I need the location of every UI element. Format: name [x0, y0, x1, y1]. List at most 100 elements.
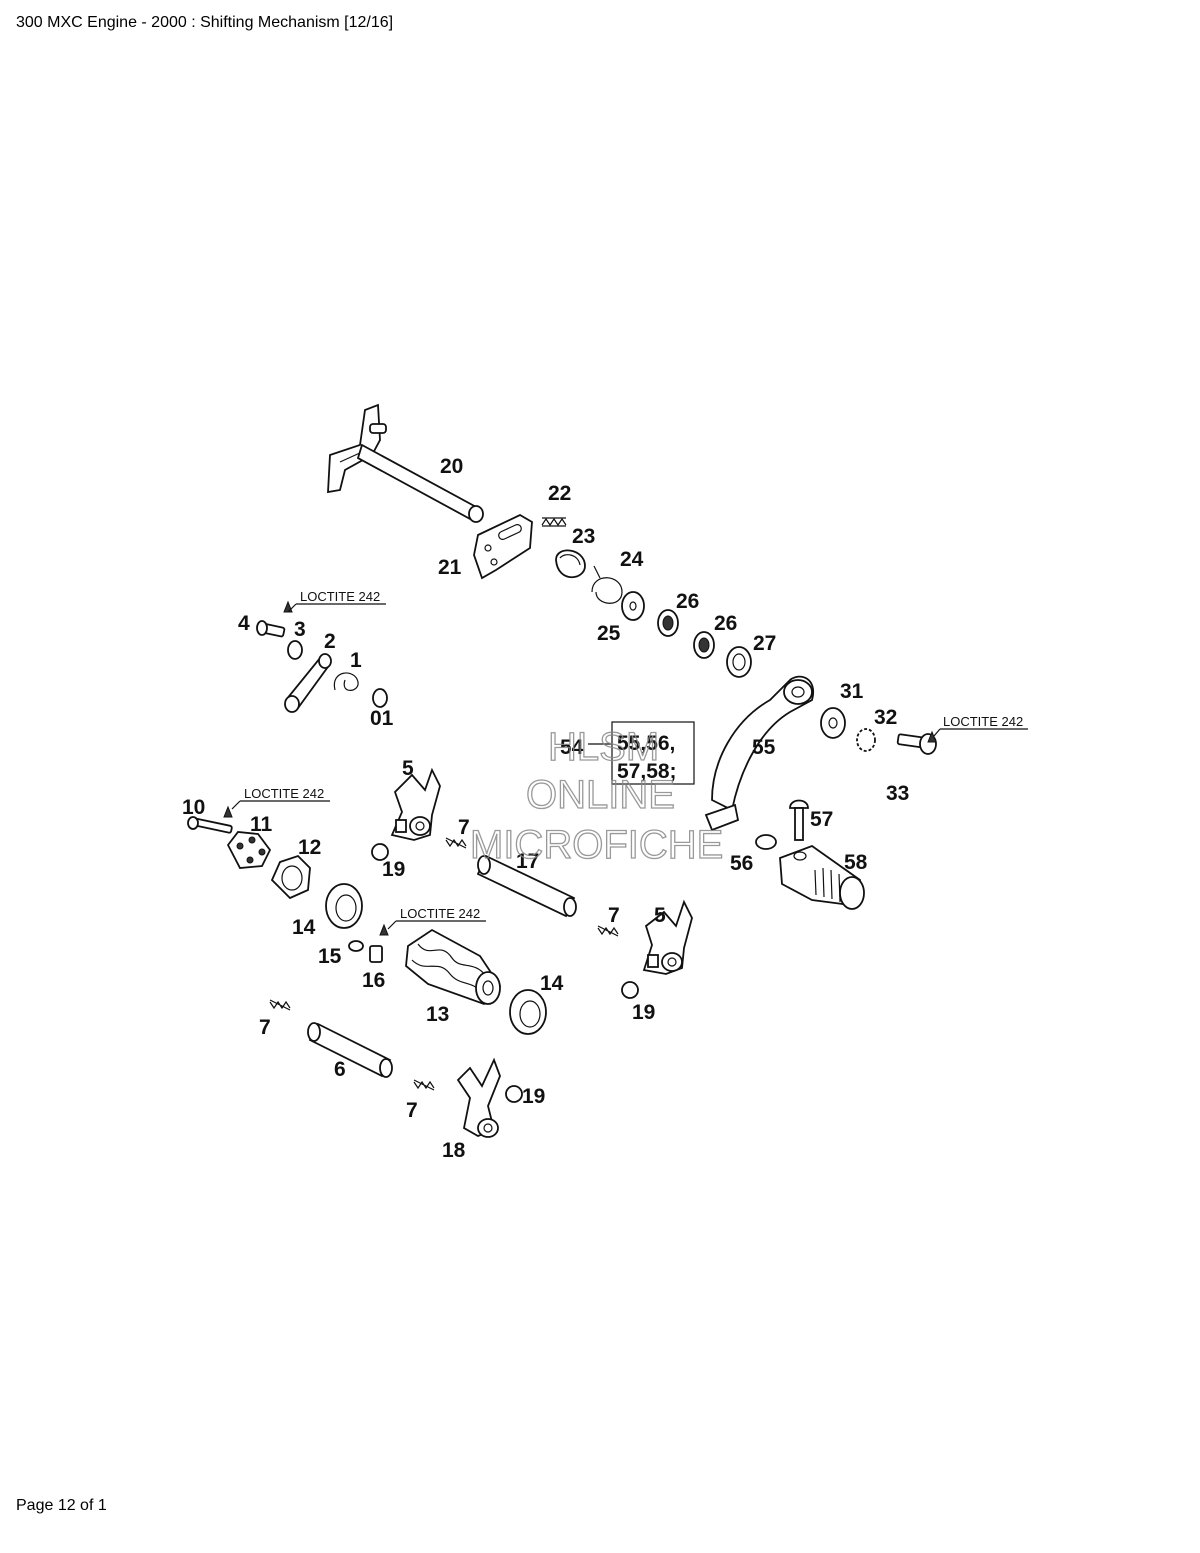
washer-56-part	[755, 834, 777, 850]
loctite-note-2-text: LOCTITE 242	[943, 714, 1023, 729]
label-1: 1	[350, 649, 362, 672]
loctite-note-3: LOCTITE 242	[231, 786, 330, 810]
shift-rail-17-part	[476, 854, 577, 918]
spring-7d-part	[413, 1079, 435, 1091]
label-7a: 7	[458, 816, 470, 839]
shift-rail-6-part	[307, 1022, 393, 1078]
roller-19a-part	[371, 843, 389, 861]
label-2: 2	[324, 630, 336, 653]
label-5b: 5	[654, 904, 666, 927]
label-15: 15	[318, 945, 342, 968]
label-16: 16	[362, 969, 385, 992]
label-32: 32	[874, 706, 897, 729]
loctite-drop-icon	[379, 923, 389, 936]
roller-19c-part	[505, 1085, 523, 1103]
loctite-note-4: LOCTITE 242	[387, 906, 486, 930]
loctite-note-3-text: LOCTITE 242	[244, 786, 324, 801]
loctite-drop-icon	[927, 730, 937, 743]
shift-star-11-part	[226, 831, 272, 869]
label-27: 27	[753, 632, 776, 655]
label-25: 25	[597, 622, 621, 645]
needle-bearing-26b-part	[693, 631, 715, 659]
shift-fork-5a-part	[390, 767, 441, 841]
label-01: 01	[370, 707, 394, 730]
washer-3-part	[287, 640, 303, 660]
footrest-58-part	[779, 844, 865, 910]
label-31: 31	[840, 680, 864, 703]
spring-7b-part	[597, 925, 619, 937]
loctite-note-1-text: LOCTITE 242	[300, 589, 380, 604]
shift-lever-2-part	[284, 653, 332, 713]
bolt-10-part	[187, 816, 233, 834]
label-6: 6	[334, 1058, 346, 1081]
label-19a: 19	[382, 858, 405, 881]
loctite-drop-icon	[283, 600, 293, 613]
label-20: 20	[440, 455, 463, 478]
loctite-note-1: LOCTITE 242	[287, 589, 386, 613]
shift-plate-part	[473, 513, 533, 580]
label-14b: 14	[540, 972, 564, 995]
watermark-line-3: MICROFICHE	[470, 823, 723, 867]
watermark-line-1: HLSM	[548, 725, 659, 769]
loctite-note-4-text: LOCTITE 242	[400, 906, 480, 921]
label-58: 58	[844, 851, 868, 874]
label-54: 54	[560, 736, 584, 759]
bearing-14a-part	[325, 883, 363, 929]
label-14a: 14	[292, 916, 316, 939]
label-13: 13	[426, 1003, 449, 1026]
bushing-01-part	[372, 688, 388, 708]
label-33: 33	[886, 782, 909, 805]
spring-7c-part	[269, 999, 291, 1011]
page-title: 300 MXC Engine - 2000 : Shifting Mechani…	[16, 14, 394, 31]
label-26b: 26	[714, 612, 737, 635]
seal-27-part	[726, 646, 752, 678]
callout-line-2: 57,58;	[617, 760, 677, 783]
label-5a: 5	[402, 757, 414, 780]
label-7b: 7	[608, 904, 620, 927]
callout-line-1: 55,56,	[617, 732, 675, 755]
label-10: 10	[182, 796, 205, 819]
label-4: 4	[238, 612, 250, 635]
spring-1-part	[333, 672, 359, 691]
spring-22-part	[541, 517, 567, 527]
label-7c: 7	[259, 1016, 271, 1039]
label-12: 12	[298, 836, 321, 859]
page-footer: Page 12 of 1	[16, 1497, 107, 1514]
label-57: 57	[810, 808, 833, 831]
lock-washer-32-part	[856, 728, 876, 752]
torsion-spring-24-part	[591, 565, 623, 604]
label-24: 24	[620, 548, 644, 571]
watermark: HLSM ONLINE MICROFICHE	[469, 724, 724, 867]
label-7d: 7	[406, 1099, 418, 1122]
shift-gear-12-part	[270, 854, 311, 900]
roller-19b-part	[621, 981, 639, 999]
watermark-line-2: ONLINE	[526, 773, 675, 817]
label-23: 23	[572, 525, 595, 548]
spring-7a-part	[445, 837, 467, 849]
loctite-drop-icon	[223, 805, 233, 818]
screw-16-part	[369, 945, 383, 963]
bolt-4-part	[256, 620, 286, 638]
label-55: 55	[752, 736, 776, 759]
washer-15-part	[348, 940, 364, 952]
loctite-note-2: LOCTITE 242	[933, 714, 1028, 737]
callout-box: 55,56, 57,58;	[588, 721, 695, 785]
shift-drum-13-part	[405, 928, 502, 1006]
clip-23-part	[555, 549, 586, 579]
needle-bearing-26a-part	[657, 609, 679, 637]
bearing-14b-part	[509, 989, 547, 1035]
label-56: 56	[730, 852, 753, 875]
pin-57-part	[789, 799, 809, 841]
label-19b: 19	[632, 1001, 655, 1024]
shift-shaft-part	[327, 403, 484, 523]
washer-31-part	[820, 707, 846, 739]
label-3: 3	[294, 618, 306, 641]
shift-pedal-55-part	[704, 675, 815, 832]
label-22: 22	[548, 482, 571, 505]
label-17: 17	[516, 850, 539, 873]
shift-fork-18-part	[456, 1057, 501, 1138]
label-11: 11	[250, 813, 273, 836]
label-21: 21	[438, 556, 462, 579]
washer-25-part	[621, 591, 645, 621]
